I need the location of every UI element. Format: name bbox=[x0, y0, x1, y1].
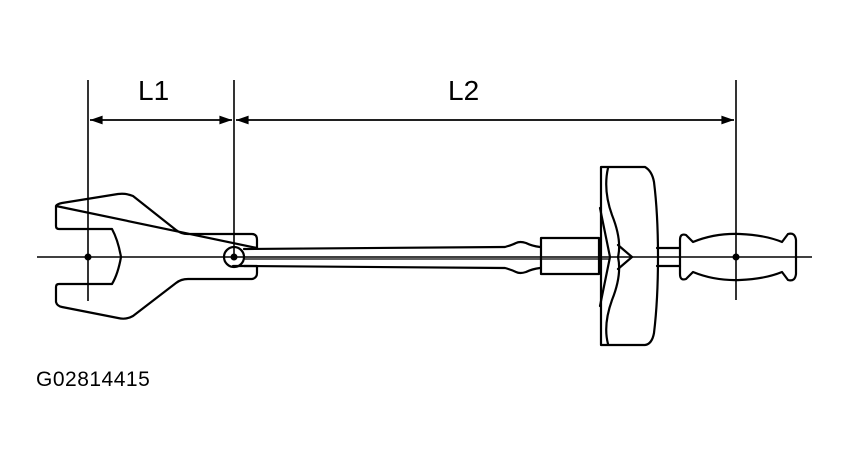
grip-neck bbox=[655, 246, 682, 268]
dimension-l2: L2 bbox=[236, 75, 735, 125]
wrench-beam bbox=[242, 240, 542, 275]
dial-fan bbox=[598, 206, 612, 308]
grip-center-dot bbox=[732, 253, 740, 261]
scale-dial bbox=[599, 165, 660, 347]
extension-tool bbox=[54, 192, 259, 320]
pointer-triangle bbox=[616, 243, 634, 271]
pivot-ring bbox=[222, 245, 246, 269]
jaw-center-dot bbox=[84, 253, 92, 261]
dimension-l1: L1 bbox=[90, 75, 232, 125]
label-l1: L1 bbox=[138, 75, 169, 106]
figure-code: G02814415 bbox=[36, 368, 151, 391]
label-l2: L2 bbox=[448, 75, 479, 106]
pivot-center-dot bbox=[230, 253, 238, 261]
handle-grip bbox=[678, 232, 798, 282]
collar-block bbox=[539, 236, 601, 276]
dial-inner-curve bbox=[605, 166, 621, 346]
